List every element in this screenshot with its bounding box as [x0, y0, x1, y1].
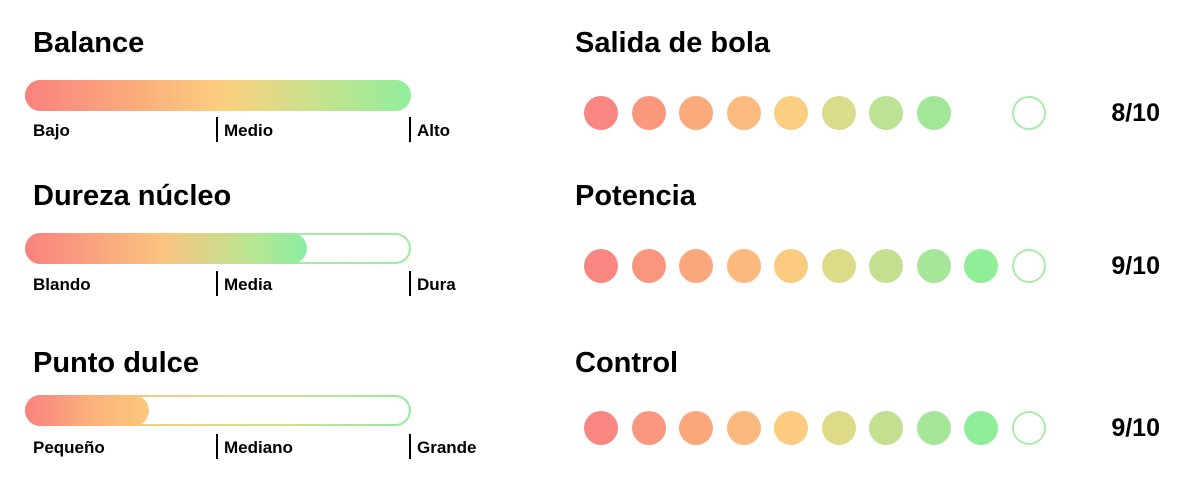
- rating-dots-row: 9/10: [575, 249, 1160, 283]
- rating-dots-row: 9/10: [575, 411, 1160, 445]
- rating-dot-filled: [869, 249, 903, 283]
- gradient-bar-fill: [25, 233, 307, 264]
- scale-label-low: Blando: [33, 275, 91, 294]
- rating-dot-filled: [726, 249, 761, 283]
- scale-tick-mid: [216, 271, 218, 296]
- rating-dot-filled: [631, 249, 666, 283]
- rating-dot-filled: [869, 411, 903, 445]
- spec-title: Dureza núcleo: [33, 180, 232, 212]
- rating-dot-filled: [774, 249, 808, 283]
- scale-label-mid: Medio: [224, 121, 274, 140]
- scale-tick-high: [409, 271, 411, 296]
- rating-dot-filled: [916, 249, 951, 283]
- rating-score: 9/10: [1111, 413, 1160, 442]
- gradient-bar-fill: [25, 80, 411, 111]
- gradient-bar-fill: [25, 395, 149, 426]
- scale-label-high: Alto: [417, 121, 451, 140]
- rating-score: 9/10: [1111, 251, 1160, 280]
- rating-title: Control: [575, 347, 679, 379]
- rating-dot-filled: [726, 96, 761, 130]
- rating-dot-filled: [869, 96, 903, 130]
- gradient-bar-track: [25, 80, 411, 111]
- scale-tick-high: [409, 117, 411, 142]
- spec-title: Balance: [33, 27, 145, 59]
- scale-tick-mid: [216, 434, 218, 459]
- rating-dot-filled: [631, 96, 666, 130]
- rating-dot-filled: [774, 411, 808, 445]
- bar-scale: Pequeño Mediano Grande: [25, 434, 477, 460]
- rating-dot-filled: [584, 411, 618, 445]
- rating-dot-empty: [1011, 411, 1046, 445]
- rating-dots: [575, 96, 1046, 130]
- scale-tick-mid: [216, 117, 218, 142]
- rating-title: Salida de bola: [575, 27, 770, 59]
- rating-dot-filled: [679, 411, 713, 445]
- bar-scale: Blando Media Dura: [25, 271, 456, 297]
- bar-scale: Bajo Medio Alto: [25, 117, 450, 143]
- rating-dot-empty: [1011, 96, 1046, 130]
- rating-dot-filled: [821, 411, 856, 445]
- rating-score: 8/10: [1111, 98, 1160, 127]
- scale-label-high: Grande: [417, 438, 477, 457]
- rating-dot-filled: [964, 411, 998, 445]
- rating-dot-filled: [774, 96, 808, 130]
- rating-dot-filled: [964, 249, 998, 283]
- rating-dot-empty: [1011, 249, 1046, 283]
- rating-dot-filled: [631, 411, 666, 445]
- rating-dot-filled: [916, 411, 951, 445]
- rating-dot-filled: [584, 96, 618, 130]
- scale-label-high: Dura: [417, 275, 456, 294]
- rating-title: Potencia: [575, 180, 696, 212]
- rating-dot-filled: [679, 96, 713, 130]
- scale-tick-high: [409, 434, 411, 459]
- rating-dot-filled: [726, 411, 761, 445]
- scale-label-mid: Media: [224, 275, 273, 294]
- spec-title: Punto dulce: [33, 347, 199, 379]
- scale-label-low: Pequeño: [33, 438, 105, 457]
- scale-label-low: Bajo: [33, 121, 70, 140]
- gradient-bar-track: [25, 233, 411, 264]
- rating-dot-filled: [916, 96, 951, 130]
- rating-dots: [575, 249, 1046, 283]
- rating-dot-filled: [821, 96, 856, 130]
- rating-dot-filled: [679, 249, 713, 283]
- scale-label-mid: Mediano: [224, 438, 293, 457]
- rating-dot-filled: [821, 249, 856, 283]
- rating-dots-row: 8/10: [575, 96, 1160, 130]
- rating-dot-filled: [584, 249, 618, 283]
- rating-dots: [575, 411, 1046, 445]
- gradient-bar-track: [25, 395, 411, 426]
